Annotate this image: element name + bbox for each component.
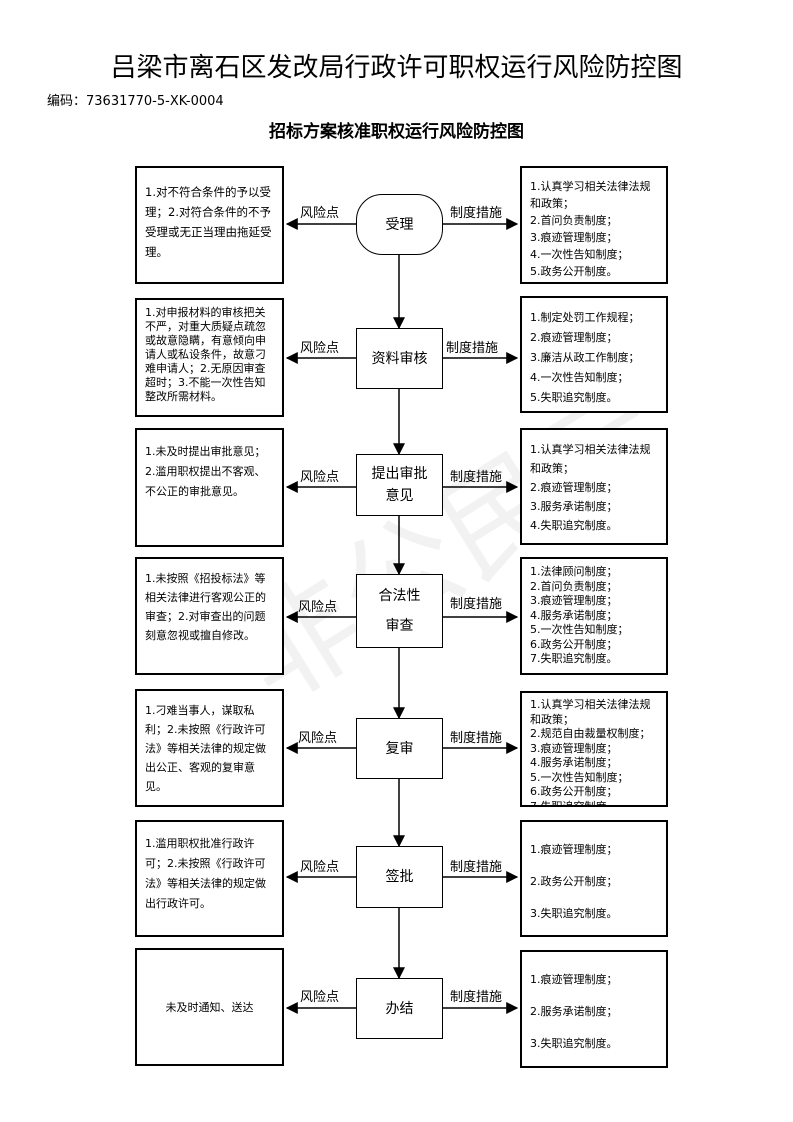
risk-box-4: 1.未按照《招投标法》等相关法律进行客观公正的审查；2.对审查出的问题刻意忽视或… xyxy=(135,557,284,675)
diagram-title: 招标方案核准职权运行风险防控图 xyxy=(269,122,524,142)
document-code: 编码：73631770-5-XK-0004 xyxy=(47,94,224,109)
risk-text-1: 1.对不符合条件的予以受理；2.对符合条件的不予受理或无正当理由拖延受理。 xyxy=(145,185,272,259)
measure-text-3: 1.认真学习相关法律法规和政策； 2.痕迹管理制度； 3.服务承诺制度； 4.失… xyxy=(530,443,651,532)
measure-label-5: 制度措施 xyxy=(450,731,503,746)
step-7-complete: 办结 xyxy=(356,978,443,1039)
risk-label-3: 风险点 xyxy=(300,470,340,485)
risk-label-5: 风险点 xyxy=(298,731,338,746)
measure-box-2: 1.制定处罚工作规程； 2.痕迹管理制度； 3.廉洁从政工作制度； 4.一次性告… xyxy=(520,296,668,413)
risk-box-1: 1.对不符合条件的予以受理；2.对符合条件的不予受理或无正当理由拖延受理。 xyxy=(135,166,284,284)
measure-label-6: 制度措施 xyxy=(450,860,503,875)
measure-box-3: 1.认真学习相关法律法规和政策； 2.痕迹管理制度； 3.服务承诺制度； 4.失… xyxy=(520,428,668,545)
measure-text-4: 1.法律顾问制度； 2.首问负责制度； 3.痕迹管理制度； 4.服务承诺制度； … xyxy=(530,565,629,665)
measure-text-6: 1.痕迹管理制度； 2.政务公开制度； 3.失职追究制度。 xyxy=(530,843,618,920)
measure-text-7: 1.痕迹管理制度； 2.服务承诺制度； 3.失职追究制度。 xyxy=(530,973,618,1050)
risk-label-1: 风险点 xyxy=(300,206,340,221)
measure-text-1: 1.认真学习相关法律法规和政策； 2.首问负责制度； 3.痕迹管理制度； 4.一… xyxy=(530,180,651,278)
step-2-document-review: 资料审核 xyxy=(356,328,443,389)
risk-label-7: 风险点 xyxy=(300,990,340,1005)
risk-text-6: 1.滥用职权批准行政许可；2.未按照《行政许可法》等相关法律的规定做出行政许可。 xyxy=(145,837,266,910)
step-4-legality-review: 合法性 审查 xyxy=(356,574,443,648)
measure-box-1: 1.认真学习相关法律法规和政策； 2.首问负责制度； 3.痕迹管理制度； 4.一… xyxy=(520,166,668,284)
measure-box-6: 1.痕迹管理制度； 2.政务公开制度； 3.失职追究制度。 xyxy=(520,820,668,937)
risk-text-3: 1.未及时提出审批意见； 2.滥用职权提出不客观、不公正的审批意见。 xyxy=(145,445,266,498)
risk-box-5: 1.刁难当事人，谋取私利；2.未按照《行政许可法》等相关法律的规定做出公正、客观… xyxy=(135,689,284,807)
risk-text-7: 未及时通知、送达 xyxy=(165,1000,254,1014)
risk-label-6: 风险点 xyxy=(300,860,340,875)
page-title: 吕梁市离石区发改局行政许可职权运行风险防控图 xyxy=(110,53,683,83)
measure-label-1: 制度措施 xyxy=(450,206,503,221)
risk-text-5: 1.刁难当事人，谋取私利；2.未按照《行政许可法》等相关法律的规定做出公正、客观… xyxy=(145,704,266,793)
risk-box-6: 1.滥用职权批准行政许可；2.未按照《行政许可法》等相关法律的规定做出行政许可。 xyxy=(135,820,284,937)
step-1-accept: 受理 xyxy=(356,194,443,255)
risk-box-2: 1.对申报材料的审核把关不严，对重大质疑点疏忽或故意隐瞒，有意倾向申请人或私设条… xyxy=(135,298,284,417)
risk-box-7: 未及时通知、送达 xyxy=(135,948,284,1066)
step-6-sign-approve: 签批 xyxy=(356,846,443,908)
measure-box-4: 1.法律顾问制度； 2.首问负责制度； 3.痕迹管理制度； 4.服务承诺制度； … xyxy=(520,557,668,675)
measure-box-5: 1.认真学习相关法律法规和政策； 2.规范自由裁量权制度； 3.痕迹管理制度； … xyxy=(520,691,668,807)
measure-label-3: 制度措施 xyxy=(450,470,503,485)
measure-text-5: 1.认真学习相关法律法规和政策； 2.规范自由裁量权制度； 3.痕迹管理制度； … xyxy=(530,698,651,807)
measure-label-7: 制度措施 xyxy=(450,990,503,1005)
measure-box-7: 1.痕迹管理制度； 2.服务承诺制度； 3.失职追究制度。 xyxy=(520,950,668,1068)
risk-box-3: 1.未及时提出审批意见； 2.滥用职权提出不客观、不公正的审批意见。 xyxy=(135,428,284,547)
measure-label-2: 制度措施 xyxy=(446,341,499,356)
risk-text-2: 1.对申报材料的审核把关不严，对重大质疑点疏忽或故意隐瞒，有意倾向申请人或私设条… xyxy=(145,306,266,403)
risk-text-4: 1.未按照《招投标法》等相关法律进行客观公正的审查；2.对审查出的问题刻意忽视或… xyxy=(145,572,266,642)
measure-text-2: 1.制定处罚工作规程； 2.痕迹管理制度； 3.廉洁从政工作制度； 4.一次性告… xyxy=(530,311,640,404)
step-3-approval-opinion: 提出审批 意见 xyxy=(356,454,443,516)
risk-label-2: 风险点 xyxy=(300,341,340,356)
risk-label-4: 风险点 xyxy=(298,600,338,615)
measure-label-4: 制度措施 xyxy=(450,597,503,612)
step-5-re-review: 复审 xyxy=(356,718,443,779)
